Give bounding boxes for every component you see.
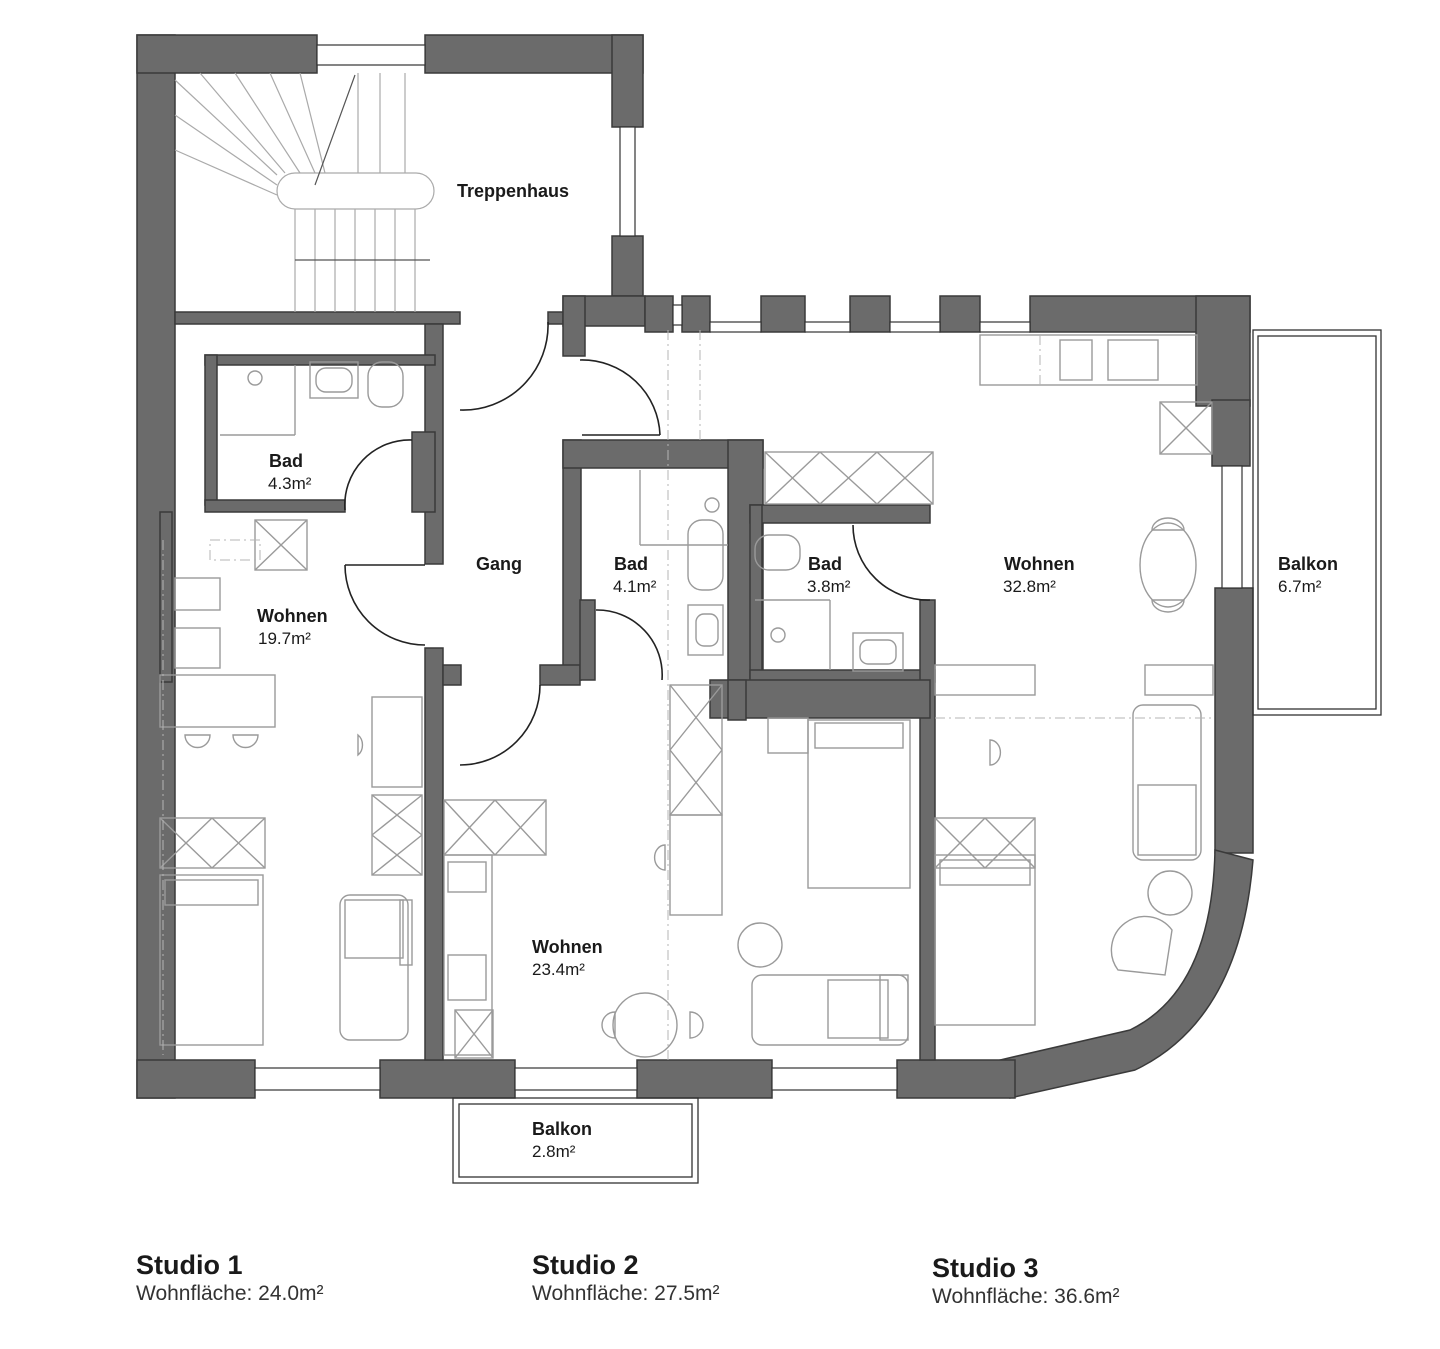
staircase [174,72,435,312]
room-area-balkon-east: 6.7m² [1278,577,1322,596]
balconies [452,329,1382,1184]
studio-3-area: Wohnfläche: 36.6m² [932,1285,1120,1308]
studio-2-area: Wohnfläche: 27.5m² [532,1282,720,1305]
studio-1-title: Studio 1 [136,1250,243,1280]
walls [136,34,1254,1099]
studio-3-summary: Studio 3 Wohnfläche: 36.6m² [932,1253,1120,1309]
room-area-wohnen-1: 19.7m² [258,629,311,648]
room-name-wohnen-1: Wohnen [257,606,328,626]
studio-3-title: Studio 3 [932,1253,1039,1283]
room-labels: Treppenhaus Gang Bad 4.3m² Bad 4.1m² Bad… [257,181,1338,1161]
studio-2-summary: Studio 2 Wohnfläche: 27.5m² [532,1250,720,1306]
room-area-wohnen-2: 23.4m² [532,960,585,979]
room-name-bad-3: Bad [808,554,842,574]
room-area-balkon-south: 2.8m² [532,1142,576,1161]
room-area-bad-1: 4.3m² [268,474,312,493]
room-name-treppenhaus: Treppenhaus [457,181,569,201]
room-name-balkon-south: Balkon [532,1119,592,1139]
room-name-bad-2: Bad [614,554,648,574]
doors [344,321,931,766]
room-name-balkon-east: Balkon [1278,554,1338,574]
windows [254,44,1243,1091]
studio-1-area: Wohnfläche: 24.0m² [136,1282,324,1305]
room-area-bad-2: 4.1m² [613,577,657,596]
room-name-bad-1: Bad [269,451,303,471]
room-name-wohnen-2: Wohnen [532,937,603,957]
room-name-wohnen-3: Wohnen [1004,554,1075,574]
studio-1-summary: Studio 1 Wohnfläche: 24.0m² [136,1250,324,1306]
studio-2-title: Studio 2 [532,1250,639,1280]
room-area-wohnen-3: 32.8m² [1003,577,1056,596]
furniture [159,330,1215,1060]
room-area-bad-3: 3.8m² [807,577,851,596]
room-name-gang: Gang [476,554,522,574]
